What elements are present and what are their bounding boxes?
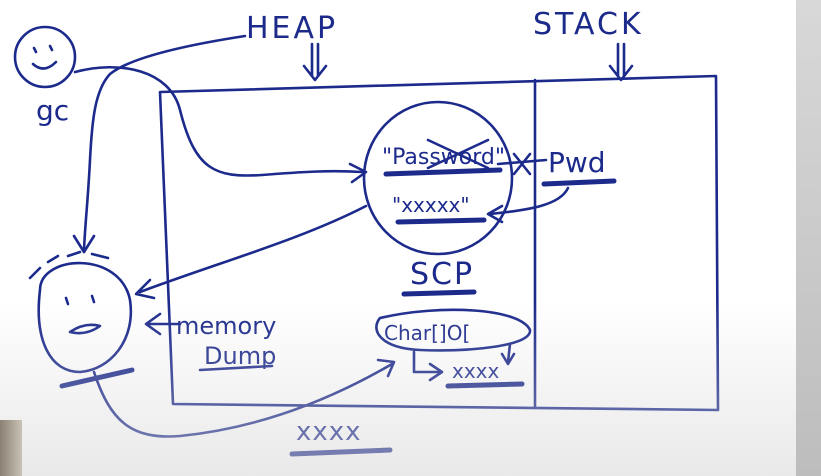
heap-label: HEAP — [246, 11, 338, 46]
scp-circle — [362, 100, 514, 256]
pwd-label: Pwd — [548, 146, 606, 179]
circle-to-person-arrow — [138, 204, 368, 294]
right-panel-edge — [796, 0, 821, 476]
scp-underline — [401, 289, 477, 297]
password-underline — [383, 167, 503, 177]
bottom-value-label: xxxx — [296, 417, 362, 447]
password-strike — [426, 138, 490, 170]
masked-underline — [395, 217, 487, 225]
gc-arrow-to-heap — [73, 65, 364, 177]
pwd-underline — [541, 178, 617, 187]
char-array-value: xxxx — [452, 359, 500, 383]
bottom-value-underline — [289, 447, 393, 457]
stack-label: STACK — [533, 7, 644, 42]
heap-to-gc-line — [82, 34, 247, 252]
gc-label: gc — [36, 94, 69, 127]
stack-down-arrow — [608, 42, 634, 82]
char-array-label: Char[]O[ — [384, 321, 470, 345]
char-array-pointer-arrow — [500, 342, 516, 366]
pwd-old-reference — [496, 152, 548, 176]
pwd-arrow-head — [486, 204, 504, 224]
memory-label: memory — [176, 312, 276, 340]
pwd-new-reference — [488, 186, 570, 216]
heap-down-arrow — [302, 42, 328, 82]
gc-arrow-head — [348, 162, 368, 184]
person-face-icon — [28, 250, 133, 374]
gc-face-icon — [13, 25, 77, 89]
circle-to-person-head — [134, 278, 156, 300]
gc-down-arrow-head — [72, 234, 96, 254]
masked-literal: "xxxxx" — [392, 193, 470, 217]
char-array-value-underline — [445, 381, 525, 389]
scp-label: SCP — [410, 257, 474, 292]
presenter-thumbnail — [0, 420, 22, 476]
